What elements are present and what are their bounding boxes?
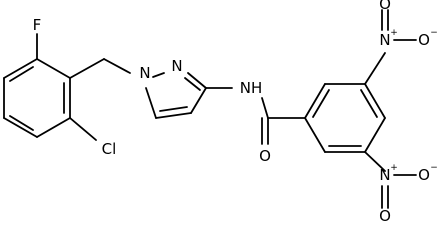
pyrazole-ring [145, 72, 207, 119]
chlorofluorophenyl-ring [3, 58, 71, 138]
atom-o-nitro-1b: O [418, 31, 430, 49]
c-cl-bond [69, 117, 97, 141]
charge-o-nitro-2a: − [430, 163, 438, 173]
atom-nh: NH [240, 79, 263, 97]
atom-n-pyrazole-2: N [171, 57, 182, 75]
atom-cl: Cl [102, 140, 117, 158]
benzyl-ch2-bond-2 [103, 58, 131, 74]
atom-o-nitro-2b: O [379, 207, 391, 224]
charge-n-nitro-1: + [390, 28, 398, 38]
aryl-nitro2-bond [364, 151, 386, 172]
dinitrophenyl-ring [304, 83, 386, 153]
atom-n-pyrazole-1: N [139, 64, 150, 82]
atom-o-amide: O [259, 147, 271, 165]
aryl-nitro1-bond [364, 52, 386, 85]
atom-o-nitro-1a: O [379, 0, 391, 13]
molecule-structure-diagram: F Cl N N NH O N + O O − N + O − O [3, 0, 438, 224]
atom-n-nitro-2: N [379, 166, 390, 184]
charge-o-nitro-1b: − [430, 28, 438, 38]
atom-o-nitro-2a: O [418, 166, 430, 184]
charge-n-nitro-2: + [390, 163, 398, 173]
atom-n-nitro-1: N [379, 31, 390, 49]
nh-carbonyl-bond [261, 97, 269, 119]
benzyl-ch2-bond-1 [69, 58, 105, 79]
atom-f: F [33, 16, 42, 34]
